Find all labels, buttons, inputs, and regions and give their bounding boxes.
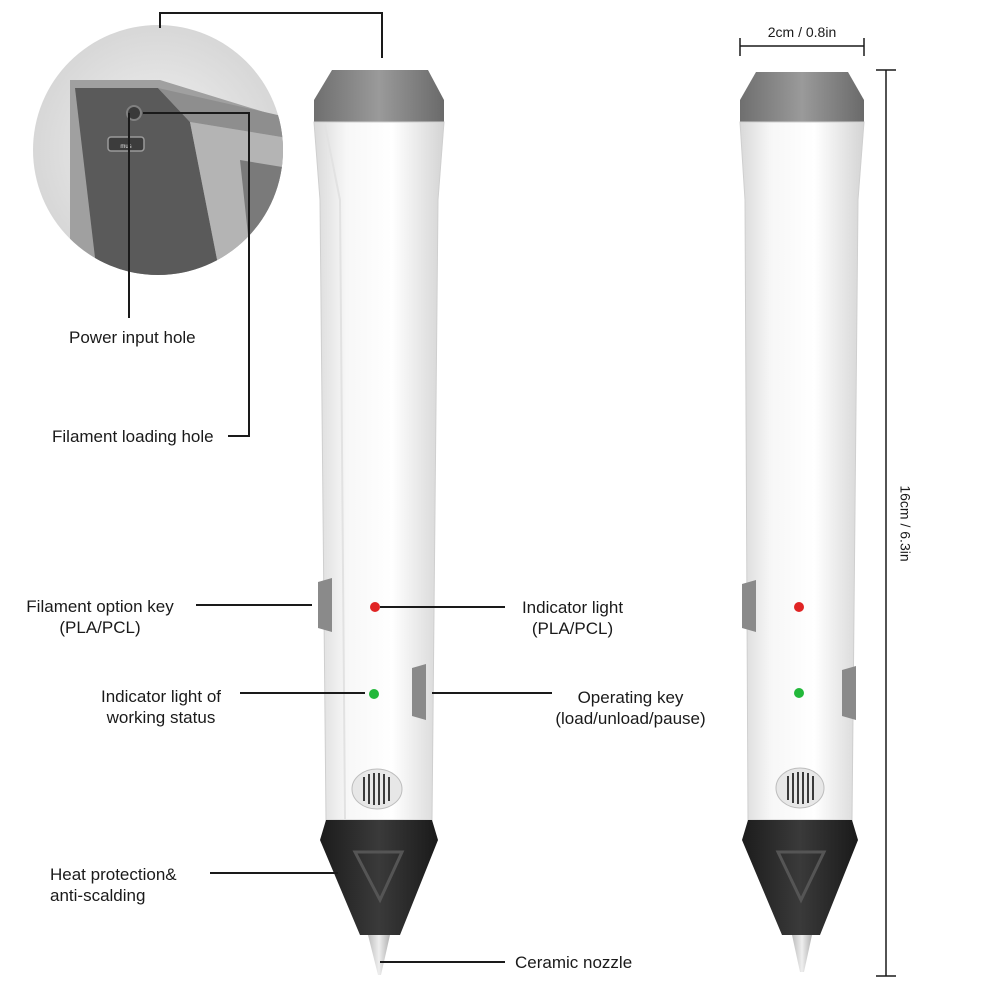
- label-working-status-line2: working status: [106, 708, 216, 727]
- port-marking: mus: [120, 144, 131, 150]
- label-filament-option-key-line2: (PLA/PCL): [59, 618, 141, 637]
- label-heat-protection-line1: Heat protection&: [50, 865, 177, 884]
- label-operating-key-line1: Operating key: [577, 688, 684, 707]
- label-heat-protection-line2: anti-scalding: [50, 886, 146, 905]
- label-filament-option-key: Filament option key (PLA/PCL): [10, 596, 190, 638]
- label-filament-option-key-line1: Filament option key: [26, 597, 174, 616]
- zoom-detail: [33, 25, 283, 275]
- label-power-input-hole: Power input hole: [69, 328, 196, 347]
- callout-lines: [128, 12, 896, 977]
- label-indicator-light-line1: Indicator light: [521, 598, 624, 617]
- indicator-green-main: [369, 689, 379, 699]
- indicator-red-main: [370, 602, 380, 612]
- label-filament-loading-hole: Filament loading hole: [52, 427, 214, 446]
- label-working-status: Indicator light of working status: [86, 686, 236, 728]
- label-indicator-light: Indicator light (PLA/PCL): [510, 597, 635, 639]
- pen-side: [739, 72, 865, 972]
- pen-main: [313, 70, 445, 975]
- indicator-green-side: [794, 688, 804, 698]
- label-indicator-light-line2: (PLA/PCL): [531, 619, 614, 638]
- label-ceramic-nozzle: Ceramic nozzle: [515, 953, 633, 972]
- label-operating-key-line2: (load/unload/pause): [555, 709, 706, 728]
- indicator-red-side: [794, 602, 804, 612]
- label-heat-protection: Heat protection& anti-scalding: [50, 864, 177, 906]
- label-operating-key: Operating key (load/unload/pause): [528, 687, 733, 729]
- label-working-status-line1: Indicator light of: [100, 687, 221, 706]
- dimension-length: 16cm / 6.3in: [897, 485, 914, 562]
- dimension-width: 2cm / 0.8in: [767, 24, 837, 40]
